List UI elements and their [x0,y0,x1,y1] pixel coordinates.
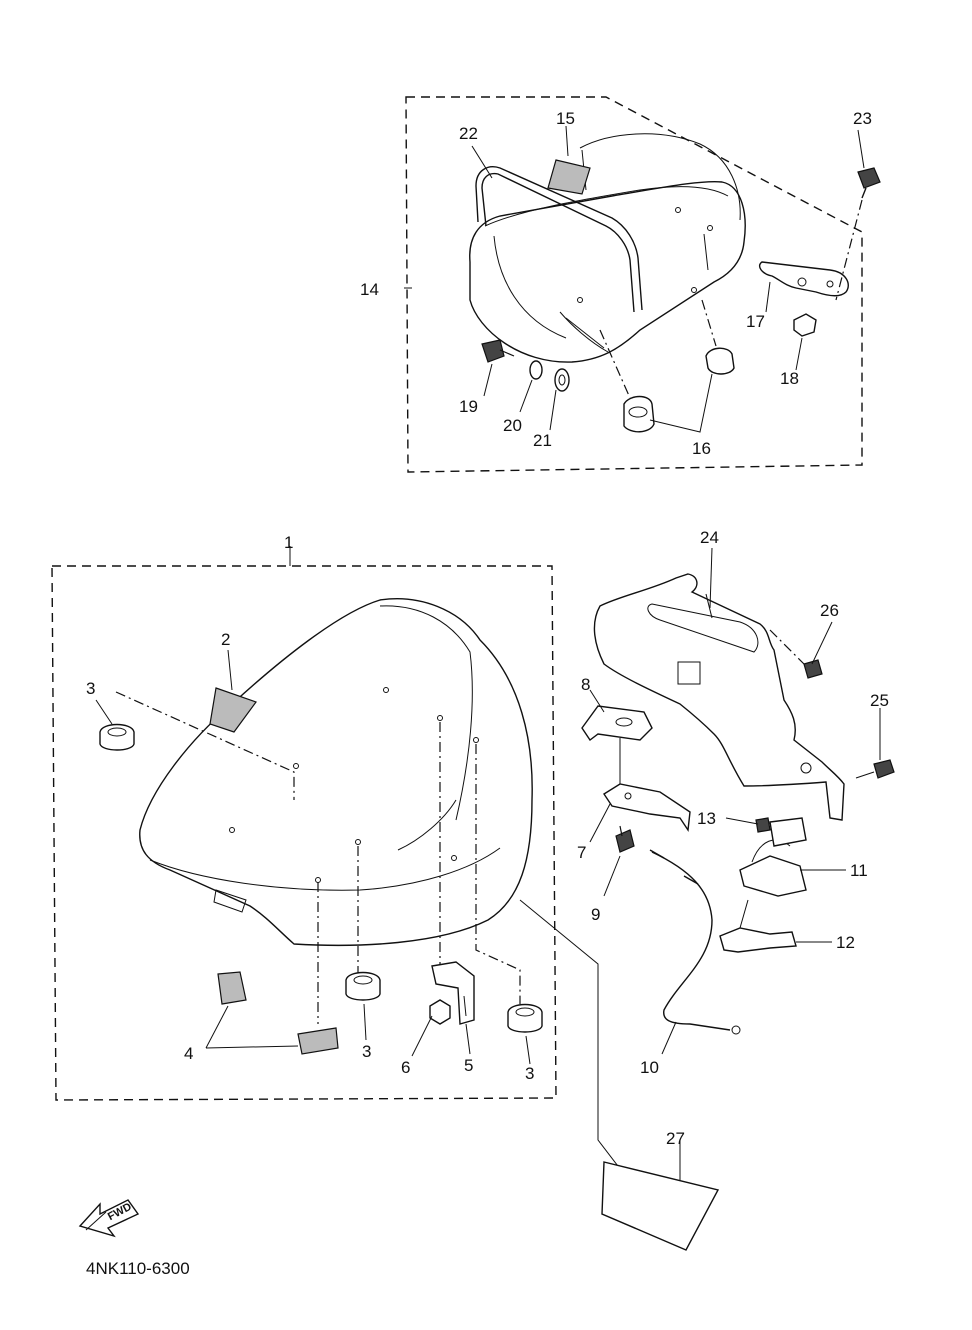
fwd-arrow-icon: FWD [78,1199,140,1238]
lock-cylinder-13 [769,817,807,847]
bolt-9 [615,825,635,853]
callout-3-top: 3 [86,679,95,698]
group-14-boundary [405,96,863,473]
callout-24: 24 [700,528,719,547]
callout-10: 10 [640,1058,659,1077]
lever-12 [719,927,797,953]
warning-label-27 [601,1161,720,1251]
callout-6: 6 [401,1058,410,1077]
drawing-code: 4NK110-6300 [86,1259,190,1278]
bolt-19 [481,339,515,363]
damper-3a [99,723,135,751]
callout-19: 19 [459,397,478,416]
callout-16: 16 [692,439,711,458]
callout-17: 17 [746,312,765,331]
callout-20: 20 [503,416,522,435]
pillion-seat-body [469,133,746,363]
callout-13: 13 [697,809,716,828]
seat-lock-11 [739,855,807,897]
callout-15: 15 [556,109,575,128]
callout-1: 1 [284,533,293,552]
cable-10 [651,851,731,1031]
bracket-8 [581,705,653,742]
seat-group [51,546,557,1101]
damper-3c [507,1003,543,1033]
bracket-7 [603,783,691,832]
callout-26: 26 [820,601,839,620]
group-1-boundary [51,565,557,1101]
callout-23: 23 [853,109,872,128]
callout-22: 22 [459,124,478,143]
callout-18: 18 [780,369,799,388]
callout-25: 25 [870,691,889,710]
screw-23 [835,167,881,301]
callout-9: 9 [591,905,600,924]
callout-2: 2 [221,630,230,649]
callout-8: 8 [581,675,590,694]
damper-3b [345,971,381,1001]
washer-20 [529,360,543,380]
callout-5: 5 [464,1056,473,1075]
callout-labels: 22 15 23 14 17 18 19 20 21 16 1 24 2 26 … [86,109,889,1148]
seat-body [139,598,533,947]
callout-3-mid: 3 [362,1042,371,1061]
clip-4a [217,971,247,1005]
callout-7: 7 [577,843,586,862]
callout-21: 21 [533,431,552,450]
clip-4b [297,1027,339,1055]
grab-bar [475,166,643,313]
nut-18 [793,313,817,337]
nut-6 [429,999,451,1025]
callout-11: 11 [850,861,868,880]
callout-4: 4 [184,1044,193,1063]
pillion-seat-group [404,96,881,473]
cover-24 [593,573,845,821]
seat-lock-parts [519,547,895,1209]
bolt-25 [873,759,895,779]
caution-label-2 [209,687,257,733]
callout-27: 27 [666,1129,685,1148]
caution-label-15 [547,159,591,195]
damper-16 [623,347,735,433]
callout-3-right: 3 [525,1064,534,1083]
bracket-5 [431,961,475,1025]
callout-14: 14 [360,280,379,299]
washer-21 [554,368,570,392]
callout-12: 12 [836,933,855,952]
